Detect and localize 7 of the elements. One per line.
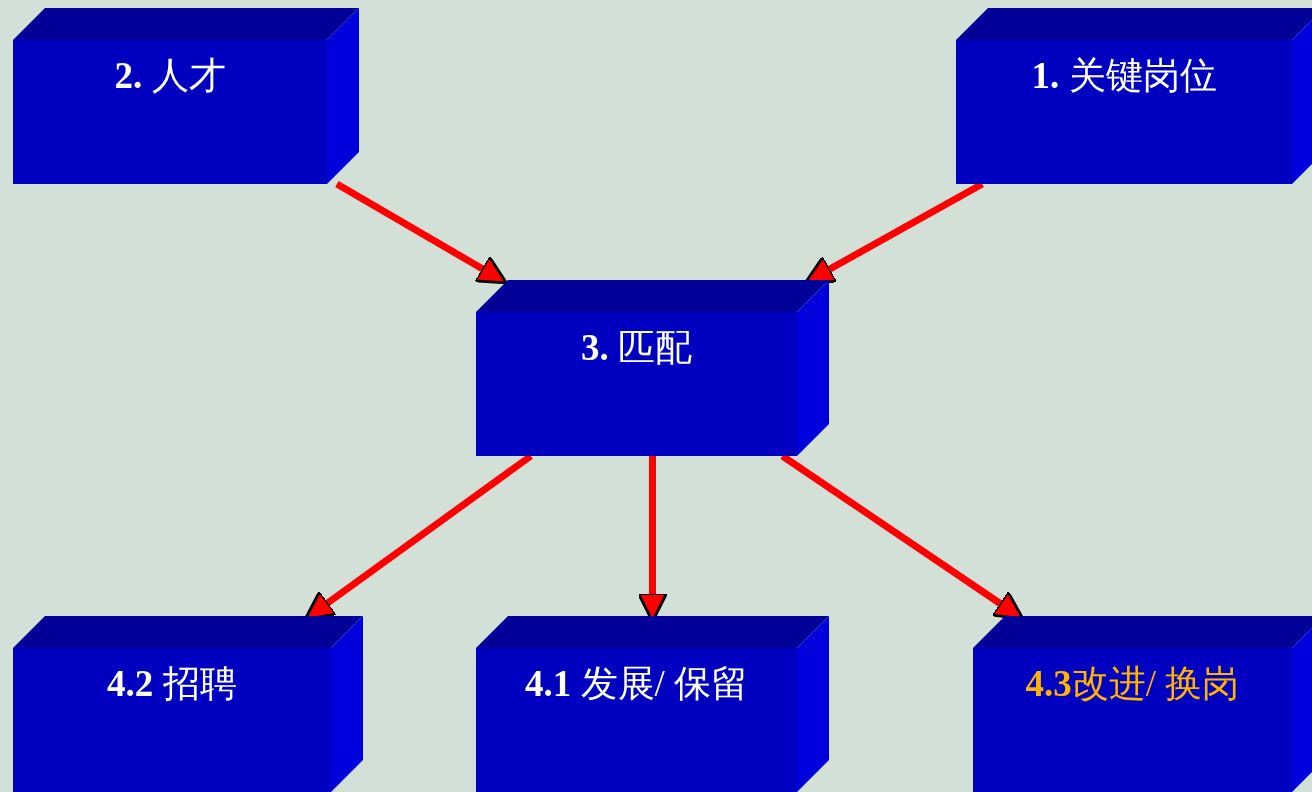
- box-label: 3. 匹配: [581, 328, 692, 369]
- arrow: [335, 180, 508, 285]
- box-label: 4.1 发展/ 保留: [525, 664, 749, 705]
- box-label: 1. 关键岗位: [1031, 56, 1217, 97]
- box-label: 4.3改进/ 换岗: [1025, 664, 1240, 705]
- box-label: 2. 人才: [114, 56, 226, 97]
- box-label: 4.2 招聘: [107, 664, 237, 705]
